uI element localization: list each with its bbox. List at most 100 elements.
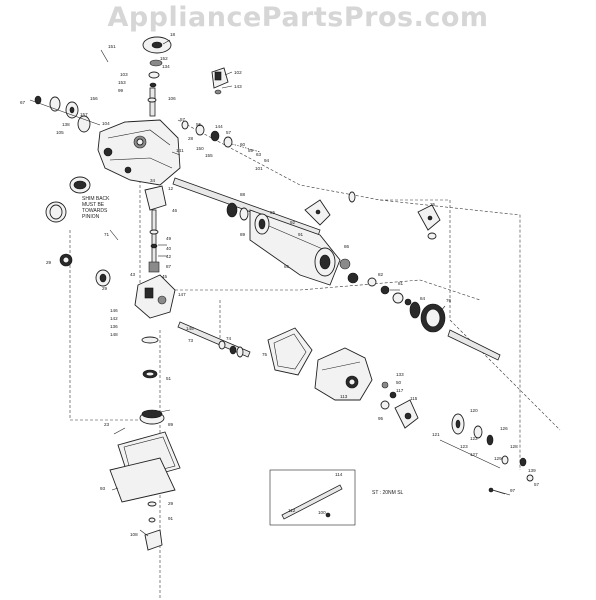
- right-output-axle: [447, 329, 501, 361]
- callout-label: 95: [378, 416, 384, 421]
- upper-transaxle-housing: [97, 119, 181, 186]
- callout-label: 128: [510, 444, 518, 449]
- ring-gear: [409, 301, 446, 333]
- callout-label: 82: [378, 272, 384, 277]
- watermark-text: AppliancePartsPros.com: [107, 2, 489, 33]
- callout-label: 81: [398, 281, 404, 286]
- callout-label: 67: [20, 100, 26, 105]
- callout-label: 74: [226, 336, 232, 341]
- callout-label: 29: [168, 501, 174, 506]
- leader-lines: [100, 39, 446, 537]
- callout-label: 134: [162, 64, 170, 69]
- callout-label: 146: [110, 308, 118, 313]
- callout-label: 142: [110, 316, 118, 321]
- callout-label: 59: [248, 148, 254, 153]
- shim-note-line: SHIM BACK: [82, 196, 110, 202]
- callout-label: 40: [166, 246, 172, 251]
- callout-label: 75: [262, 352, 268, 357]
- callout-label: 87: [166, 264, 172, 269]
- callout-label: 28: [188, 136, 194, 141]
- callout-label: 12: [168, 186, 174, 191]
- callout-label: 103: [120, 72, 128, 77]
- callout-label: 113: [340, 394, 348, 399]
- upper-bearing-train: [181, 120, 261, 153]
- middle-drive-shaft: [177, 321, 251, 358]
- callout-label: 127: [470, 452, 478, 457]
- callout-label: 143: [234, 84, 242, 89]
- callout-label: 92: [290, 220, 296, 225]
- callout-label: 121: [432, 432, 440, 437]
- callout-label: 126: [500, 426, 508, 431]
- callout-label: 55: [196, 122, 202, 127]
- callout-label: 120: [470, 408, 478, 413]
- callout-label: 108: [130, 532, 138, 537]
- callout-label: 76: [446, 298, 452, 303]
- vertical-control-shaft: [144, 185, 167, 273]
- side-cover-gasket: [267, 327, 313, 376]
- callout-label: 114: [335, 472, 343, 477]
- shim-note-line: PINION: [82, 214, 100, 220]
- callout-label: 84: [420, 296, 426, 301]
- callout-label: 51: [166, 376, 172, 381]
- callout-labels: 151 18 152 134 103 153 99 102 143 106 67…: [20, 32, 540, 537]
- shim-note: SHIM BACK MUST BE TOWARDS PINION: [82, 196, 110, 220]
- drain-bolt: [488, 487, 506, 495]
- differential-pinions: [339, 258, 412, 306]
- callout-label: 42: [166, 254, 172, 259]
- callout-label: 123: [460, 444, 468, 449]
- callout-label: 147: [178, 292, 186, 297]
- callout-label: 91: [168, 516, 174, 521]
- callout-label: 153: [118, 80, 126, 85]
- callout-label: 23: [104, 422, 110, 427]
- callout-label: 25: [430, 202, 436, 207]
- callout-label: 104: [102, 121, 110, 126]
- input-pulley-assembly: [142, 36, 172, 117]
- callout-label: 89: [240, 232, 246, 237]
- callout-label: 122: [470, 436, 478, 441]
- callout-label: 50: [396, 380, 402, 385]
- callout-label: 49: [166, 236, 172, 241]
- callout-label: 89: [168, 422, 174, 427]
- callout-label: 136: [110, 324, 118, 329]
- callout-label: 57: [226, 130, 232, 135]
- callout-label: 139: [528, 468, 536, 473]
- torque-note: ST : 20NM SL: [372, 490, 404, 496]
- callout-label: 57: [534, 482, 540, 487]
- callout-label: 151: [108, 44, 116, 49]
- callout-label: 55: [270, 210, 276, 215]
- callout-label: 88: [240, 192, 246, 197]
- callout-label: 65: [284, 264, 290, 269]
- brake-arm-bracket: [304, 191, 441, 240]
- center-pump-block: [95, 269, 176, 319]
- callout-label: 91: [298, 232, 304, 237]
- callout-label: 46: [172, 208, 178, 213]
- callout-label: 156: [90, 96, 98, 101]
- callout-label: 29: [102, 286, 108, 291]
- callout-label: 93: [100, 486, 106, 491]
- callout-label: 29: [46, 260, 52, 265]
- callout-label: 148: [110, 332, 118, 337]
- shim-note-line: TOWARDS: [82, 208, 108, 214]
- callout-label: 157: [80, 112, 88, 117]
- callout-label: 94: [264, 158, 270, 163]
- callout-label: 101: [255, 166, 263, 171]
- callout-label: 152: [160, 56, 168, 61]
- callout-label: 63: [256, 152, 262, 157]
- callout-label: 133: [396, 372, 404, 377]
- callout-label: 73: [188, 338, 194, 343]
- callout-label: 34: [150, 178, 156, 183]
- callout-label: 145: [186, 326, 194, 331]
- callout-label: 117: [396, 388, 404, 393]
- brake-disc-assembly: [394, 399, 534, 496]
- callout-label: 112: [288, 508, 296, 513]
- center-axle-tube: [249, 209, 341, 286]
- lower-cover-stack: [109, 336, 181, 551]
- callout-label: 57: [180, 117, 186, 122]
- callout-label: 105: [56, 130, 64, 135]
- shim-note-line: MUST BE: [82, 202, 105, 208]
- callout-label: 18: [170, 32, 176, 37]
- callout-label: 45: [162, 274, 168, 279]
- callout-label: 141: [176, 148, 184, 153]
- detail-inset-box: [269, 469, 356, 526]
